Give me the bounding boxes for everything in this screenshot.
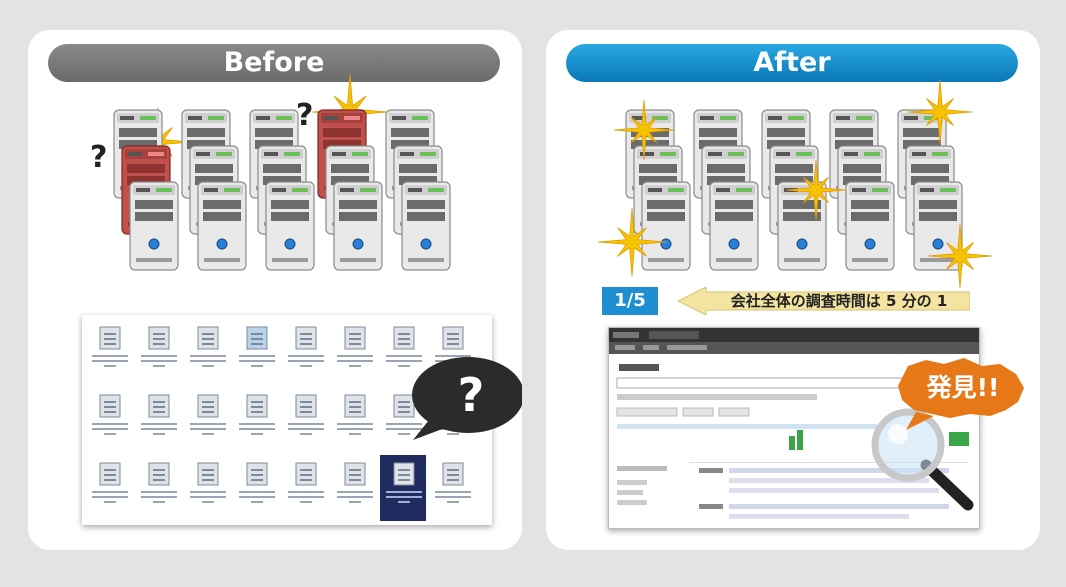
- before-title: Before: [48, 44, 500, 82]
- before-server-group: [113, 73, 451, 271]
- document-icon: [239, 394, 275, 435]
- document-icon: [288, 326, 324, 367]
- before-panel: Before ? ? ?: [28, 30, 522, 550]
- document-icon: [337, 326, 373, 367]
- time-reduction-arrow: 会社全体の調査時間は 5 分の 1: [678, 287, 970, 315]
- search-ui: [609, 328, 979, 519]
- document-icon: [190, 394, 226, 435]
- file-browser-screenshot: [82, 315, 492, 525]
- sparkle-icon: [597, 207, 667, 277]
- sparkle-icon: [613, 99, 675, 161]
- document-icon: [141, 394, 177, 435]
- server-icon: [129, 181, 179, 271]
- server-icon: [333, 181, 383, 271]
- server-icon: [197, 181, 247, 271]
- document-icon: [190, 462, 226, 503]
- document-icon: [92, 462, 128, 503]
- document-icon: [337, 462, 373, 503]
- time-reduction-message: 会社全体の調査時間は 5 分の 1: [730, 292, 948, 310]
- document-icon: [386, 326, 422, 367]
- server-icon: [709, 181, 759, 271]
- after-title: After: [566, 44, 1018, 82]
- server-icon: [265, 181, 315, 271]
- document-icon: [239, 462, 275, 503]
- document-icon: [239, 326, 275, 367]
- document-icon: [141, 326, 177, 367]
- document-icon: [337, 394, 373, 435]
- server-icon: [641, 181, 691, 271]
- document-icon: [380, 455, 426, 521]
- document-icon: [288, 394, 324, 435]
- arrow-left-icon: [678, 287, 970, 315]
- sparkle-icon: [785, 159, 847, 221]
- document-icon: [92, 326, 128, 367]
- server-icon: [401, 181, 451, 271]
- document-icon: [141, 462, 177, 503]
- document-icon: [435, 326, 471, 367]
- file-grid: [92, 326, 471, 521]
- document-icon: [435, 462, 471, 503]
- document-icon: [288, 462, 324, 503]
- after-panel: After 1/5 会社全体の調査時間は 5 分の 1: [546, 30, 1040, 550]
- found-label: 発見!!: [926, 373, 1000, 402]
- question-icon: ?: [296, 98, 314, 133]
- document-icon: [386, 394, 422, 435]
- document-icon: [92, 394, 128, 435]
- bubble-question: ?: [457, 368, 485, 422]
- after-server-group: [597, 79, 993, 289]
- ratio-badge: 1/5: [602, 287, 658, 315]
- server-icon: [845, 181, 895, 271]
- search-results-screenshot: [608, 327, 980, 529]
- document-icon: [190, 326, 226, 367]
- sparkle-icon: [927, 223, 993, 289]
- question-icon: ?: [90, 140, 108, 175]
- sparkle-icon: [907, 79, 973, 145]
